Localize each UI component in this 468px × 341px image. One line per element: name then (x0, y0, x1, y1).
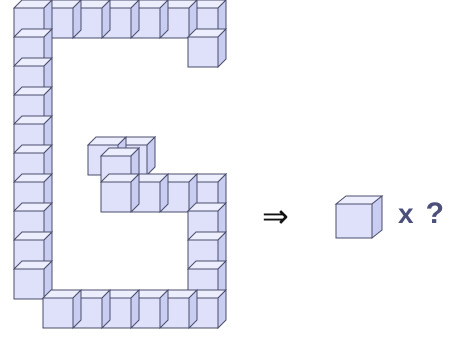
cube (41, 288, 83, 330)
cube (99, 172, 141, 214)
implies-arrow: ⇒ (262, 197, 289, 235)
question-mark: ? (425, 197, 446, 230)
times-symbol: x (398, 198, 416, 229)
count-question: x? (398, 197, 446, 231)
single-cube-icon (334, 194, 384, 240)
cube (186, 27, 228, 69)
cube (12, 259, 54, 301)
